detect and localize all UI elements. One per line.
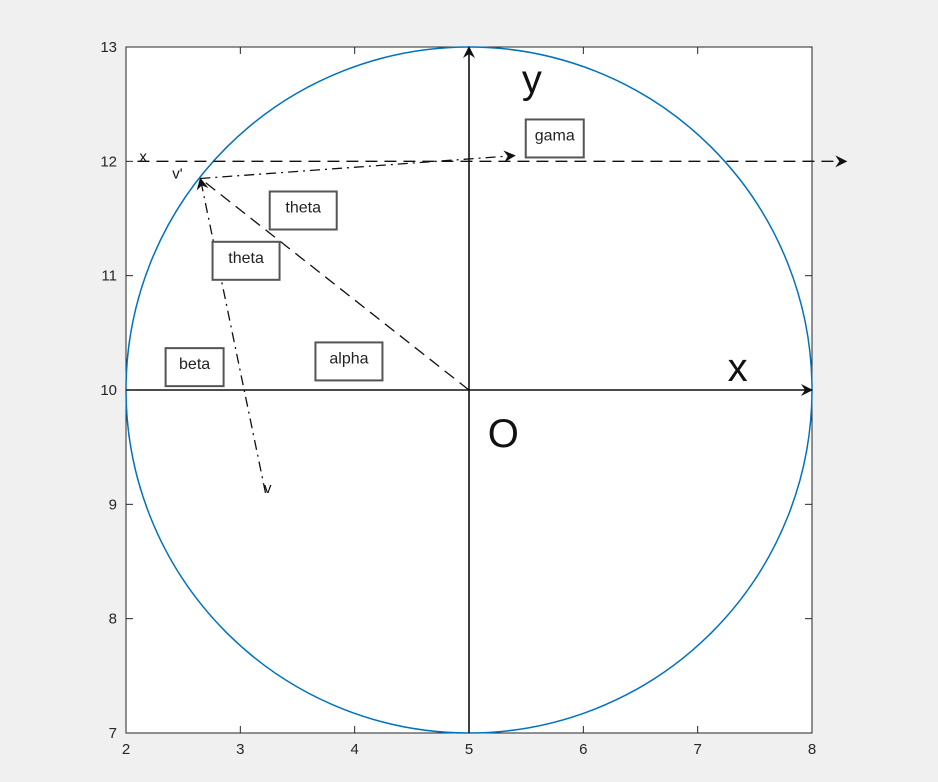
lines-layer <box>126 46 848 733</box>
annotation-box <box>164 347 225 388</box>
series-line-dash-dot <box>200 150 516 180</box>
annotation: theta <box>268 190 338 231</box>
annotation-box <box>211 240 281 281</box>
x-tick-label: 8 <box>808 741 816 758</box>
series-line-dash-dot <box>196 177 267 494</box>
annotation: gama <box>524 118 585 159</box>
x-tick-label: 6 <box>579 741 587 758</box>
annotation-text: theta <box>285 199 321 216</box>
x-tick-label: 3 <box>236 741 244 758</box>
x-tick-label: 2 <box>122 741 130 758</box>
annotation-box <box>268 190 338 231</box>
annotation: theta <box>211 240 281 281</box>
y-tick-label: 9 <box>109 496 117 513</box>
y-tick-label: 11 <box>101 268 117 285</box>
labels-layer: x v' v y xO <box>139 58 747 497</box>
annotation: alpha <box>314 341 384 382</box>
point-label: O <box>488 412 519 456</box>
annotation-box <box>314 341 384 382</box>
annotation-text: theta <box>228 250 264 267</box>
annotation-text: gama <box>535 127 575 144</box>
annotation-text: beta <box>179 356 210 373</box>
point-label: v' <box>172 165 183 182</box>
y-tick-label: 8 <box>109 611 117 628</box>
y-tick-label: 13 <box>100 39 117 56</box>
point-label: v <box>264 480 272 497</box>
point-label: y <box>522 58 542 102</box>
y-tick-label: 10 <box>100 382 117 399</box>
y-tick-label: 7 <box>109 725 117 742</box>
annotations-layer: gama theta theta beta alpha <box>164 118 585 388</box>
annotation: beta <box>164 347 225 388</box>
x-tick-label: 4 <box>350 741 358 758</box>
x-tick-label: 7 <box>693 741 701 758</box>
point-label: x <box>139 148 147 165</box>
annotation-text: alpha <box>329 350 368 367</box>
x-tick-label: 5 <box>465 741 473 758</box>
y-tick-label: 12 <box>100 153 117 170</box>
point-label: x <box>728 346 748 390</box>
annotation-box <box>524 118 585 159</box>
